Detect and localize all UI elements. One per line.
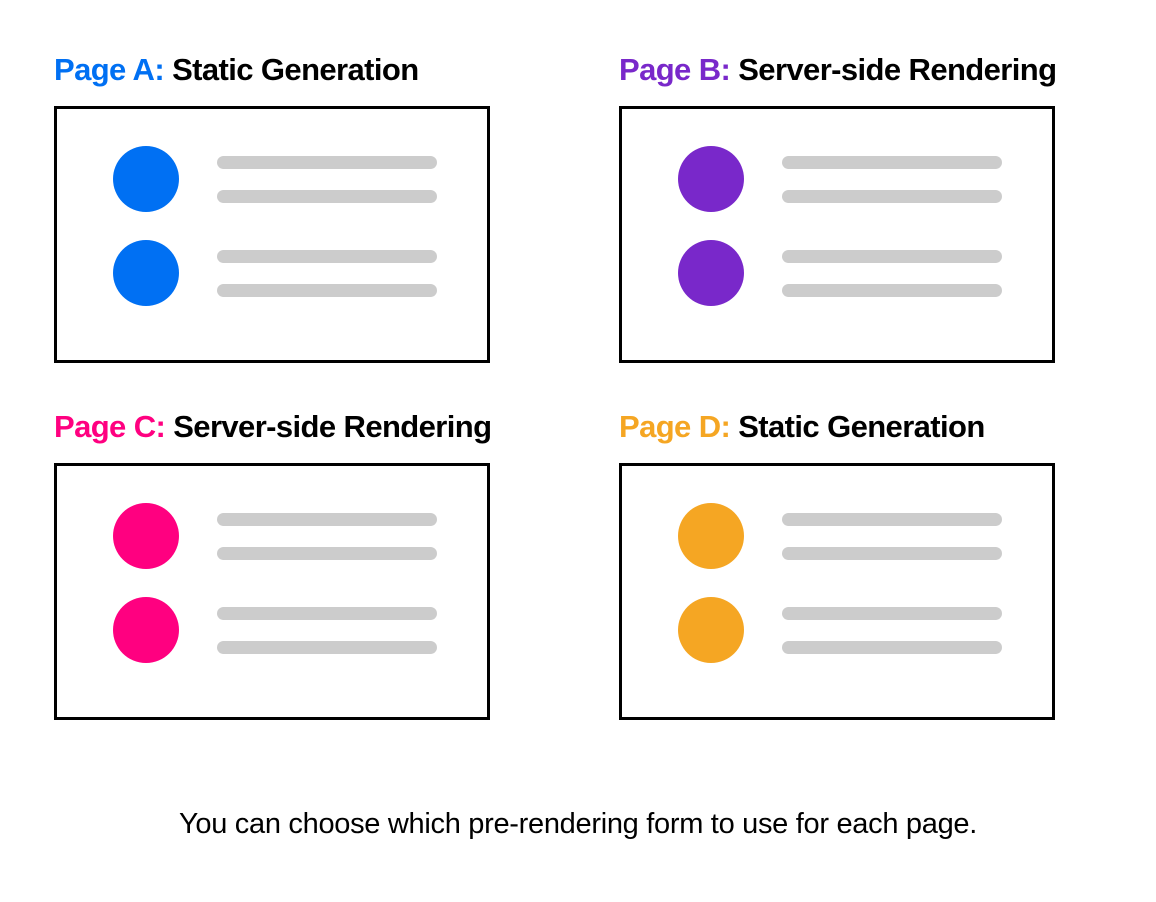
placeholder-lines [217, 249, 437, 297]
card-row [57, 146, 487, 212]
card-row [57, 503, 487, 569]
page-panel-c-mode-label: Server-side Rendering [173, 409, 492, 444]
placeholder-line [217, 283, 437, 297]
placeholder-lines [782, 512, 1002, 560]
avatar-circle-icon [678, 146, 744, 212]
card-row [622, 503, 1052, 569]
placeholder-lines [782, 155, 1002, 203]
page-panel-d-page-label: Page D: [619, 409, 731, 444]
placeholder-line [217, 640, 437, 654]
avatar-circle-icon [113, 503, 179, 569]
placeholder-lines [782, 606, 1002, 654]
page-panel-c-heading: Page C: Server-side Rendering [54, 409, 492, 444]
avatar-circle-icon [113, 146, 179, 212]
page-panel-d-card [619, 463, 1055, 720]
placeholder-line [782, 640, 1002, 654]
page-panel-d-mode-label: Static Generation [738, 409, 985, 444]
page-panel-b-page-label: Page B: [619, 52, 731, 87]
page-panel-c: Page C: Server-side Rendering [54, 409, 492, 720]
avatar-circle-icon [113, 597, 179, 663]
placeholder-line [782, 249, 1002, 263]
placeholder-line [782, 155, 1002, 169]
page-panel-c-card [54, 463, 490, 720]
placeholder-line [217, 546, 437, 560]
page-panel-c-page-label: Page C: [54, 409, 166, 444]
avatar-circle-icon [678, 597, 744, 663]
avatar-circle-icon [678, 240, 744, 306]
placeholder-line [782, 283, 1002, 297]
placeholder-line [217, 189, 437, 203]
page-panel-b-card [619, 106, 1055, 363]
placeholder-line [782, 512, 1002, 526]
placeholder-line [217, 606, 437, 620]
card-row [622, 146, 1052, 212]
page-panel-a-mode-label: Static Generation [172, 52, 419, 87]
figure-caption: You can choose which pre-rendering form … [179, 808, 977, 840]
card-row [57, 240, 487, 306]
page-panel-d-heading: Page D: Static Generation [619, 411, 1055, 442]
card-row [622, 597, 1052, 663]
placeholder-lines [217, 606, 437, 654]
placeholder-line [217, 155, 437, 169]
page-panel-b: Page B: Server-side Rendering [619, 52, 1057, 363]
page-panel-a-page-label: Page A: [54, 52, 165, 87]
page-panel-d: Page D: Static Generation [619, 411, 1055, 720]
placeholder-line [782, 546, 1002, 560]
card-row [57, 597, 487, 663]
placeholder-line [217, 249, 437, 263]
avatar-circle-icon [113, 240, 179, 306]
placeholder-lines [217, 512, 437, 560]
placeholder-lines [217, 155, 437, 203]
page-panel-a-card [54, 106, 490, 363]
page-panel-b-heading: Page B: Server-side Rendering [619, 52, 1057, 87]
card-row [622, 240, 1052, 306]
placeholder-lines [782, 249, 1002, 297]
placeholder-line [782, 606, 1002, 620]
page-panel-b-mode-label: Server-side Rendering [738, 52, 1057, 87]
page-panel-a: Page A: Static Generation [54, 54, 490, 363]
page-panel-a-heading: Page A: Static Generation [54, 54, 490, 85]
placeholder-line [782, 189, 1002, 203]
placeholder-line [217, 512, 437, 526]
avatar-circle-icon [678, 503, 744, 569]
page-panel-grid: Page A: Static Generation [54, 52, 1057, 720]
